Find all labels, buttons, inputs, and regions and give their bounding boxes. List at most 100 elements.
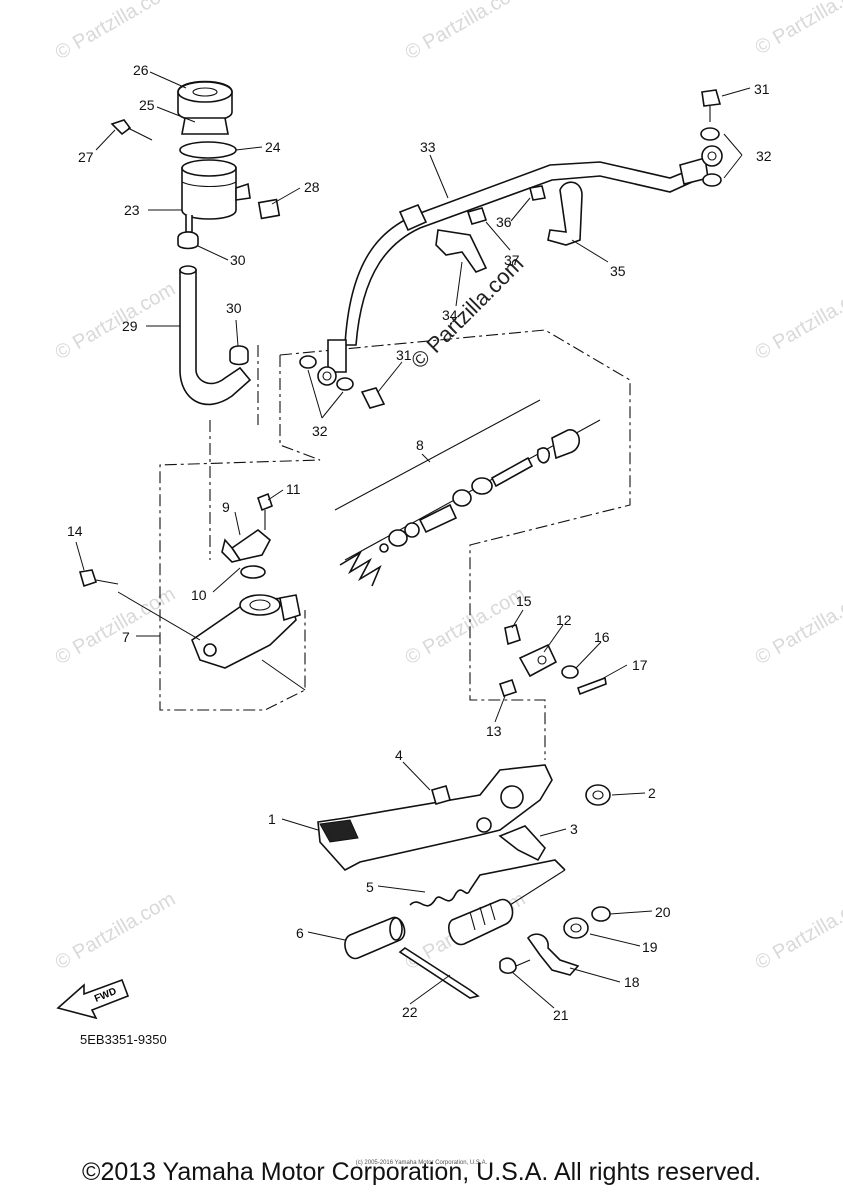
- bolt-4: [431, 785, 451, 805]
- callout-label: 26: [133, 62, 149, 78]
- callout-label: 29: [122, 318, 138, 334]
- callout-label: 16: [594, 629, 610, 645]
- callout-label: 24: [265, 139, 281, 155]
- callout-label: 19: [642, 939, 658, 955]
- leader-lines: [75, 71, 751, 1009]
- callout-label: 32: [312, 423, 328, 439]
- hose-guide-35: [547, 181, 583, 246]
- cotter-pin-17: [576, 676, 607, 696]
- callout-label: 6: [296, 925, 304, 941]
- bracket-18: [526, 933, 580, 976]
- callout-label: 20: [655, 904, 671, 920]
- bolt-31-upper: [701, 89, 722, 107]
- copyright-footer: ©2013 Yamaha Motor Corporation, U.S.A. A…: [82, 1158, 761, 1186]
- master-cylinder-body: [78, 492, 306, 691]
- watermark: © Partzilla.com: [752, 0, 843, 59]
- damper-28: [257, 198, 281, 220]
- callout-label: 18: [624, 974, 640, 990]
- callout-label: 30: [230, 252, 246, 268]
- callout-label: 33: [420, 139, 436, 155]
- master-cylinder-kit: [334, 399, 601, 587]
- callout-label: 32: [756, 148, 772, 164]
- switch-rod: [509, 869, 566, 906]
- callout-label: 31: [396, 347, 412, 363]
- washer-32-upper-b: [702, 173, 722, 187]
- diagram-part-code: 5EB3351-9350: [80, 1032, 167, 1047]
- callout-label: 13: [486, 723, 502, 739]
- washer-32-lower-b: [336, 377, 354, 391]
- brake-switch-body: [448, 898, 514, 946]
- hose-fitting-lower: [327, 339, 347, 373]
- collar-20: [591, 906, 611, 922]
- bolt-36: [529, 185, 546, 201]
- watermark: © Partzilla.com: [52, 278, 180, 364]
- grommet-upper: [398, 203, 428, 232]
- watermark: © Partzilla.com: [752, 888, 843, 974]
- nut-13: [498, 678, 518, 698]
- hose-clip-30-bottom: [229, 345, 249, 366]
- return-spring-5: [409, 859, 566, 907]
- watermark: © Partzilla.com: [752, 278, 843, 364]
- reservoir-plate: [181, 117, 229, 135]
- callout-label: 5: [366, 879, 374, 895]
- pedal-tread: [319, 819, 359, 843]
- washer-32-upper-a: [700, 127, 720, 141]
- reservoir-diaphragm: [179, 141, 237, 159]
- callout-label: 22: [402, 1004, 418, 1020]
- bolt-37: [466, 207, 488, 225]
- callout-label: 11: [286, 481, 301, 497]
- callout-label: 30: [226, 300, 242, 316]
- callout-label: 1: [268, 811, 276, 827]
- reservoir-hose: [179, 265, 252, 406]
- hose-clip-30-top: [177, 231, 199, 250]
- lower-parts: [344, 859, 611, 999]
- bolt-31-lower: [360, 387, 386, 409]
- brake-hose-assembly: [299, 89, 723, 409]
- bolt-3: [498, 825, 546, 862]
- spring: [339, 550, 382, 587]
- watermark-center: © Partzilla.com: [406, 251, 529, 374]
- clevis-assembly: [498, 624, 607, 698]
- washer-2: [585, 784, 611, 806]
- callout-label: 14: [67, 523, 83, 539]
- bolt-11: [257, 492, 273, 512]
- assembly-outlines: [159, 329, 631, 760]
- callout-label: 36: [496, 214, 512, 230]
- washer-32-lower-a: [299, 355, 317, 369]
- bolt-14: [78, 569, 98, 588]
- small-copyright: (c) 2005-2016 Yamaha Motor Corporation, …: [355, 1160, 488, 1166]
- watermark: © Partzilla.com: [752, 583, 843, 669]
- callout-label: 37: [504, 252, 520, 268]
- grommet-19: [563, 917, 589, 939]
- brake-pedal: [317, 764, 553, 872]
- brake-pedal-assembly: [317, 764, 611, 872]
- callout-label: 31: [754, 81, 770, 97]
- screw-21: [499, 957, 517, 975]
- callout-label: 8: [416, 437, 424, 453]
- pin-15: [504, 624, 521, 646]
- callout-label: 21: [553, 1007, 569, 1023]
- bolt-27: [110, 119, 132, 136]
- callout-label: 35: [610, 263, 626, 279]
- callout-labels: 1 2 3 4 5 6 7 8 9 10 11 12 13 14 15 16 1…: [67, 62, 772, 1023]
- callout-label: 9: [222, 499, 230, 515]
- callout-label: 15: [516, 593, 532, 609]
- watermark: © Partzilla.com: [402, 0, 530, 64]
- callout-label: 23: [124, 202, 140, 218]
- hose-guide-34: [435, 229, 488, 273]
- callout-label: 27: [78, 149, 94, 165]
- callout-label: 10: [191, 587, 207, 603]
- o-ring-10: [240, 565, 266, 579]
- reservoir-bracket: [235, 182, 251, 201]
- reservoir-assembly: [110, 80, 281, 250]
- callout-label: 17: [632, 657, 648, 673]
- reservoir-hose-nipple: [185, 215, 193, 233]
- reservoir-body: [181, 167, 237, 220]
- watermark: © Partzilla.com: [52, 888, 180, 974]
- fwd-arrow: FWD: [56, 978, 130, 1020]
- callout-label: 4: [395, 747, 403, 763]
- watermark: © Partzilla.com: [52, 0, 180, 64]
- callout-label: 12: [556, 612, 572, 628]
- callout-label: 25: [139, 97, 155, 113]
